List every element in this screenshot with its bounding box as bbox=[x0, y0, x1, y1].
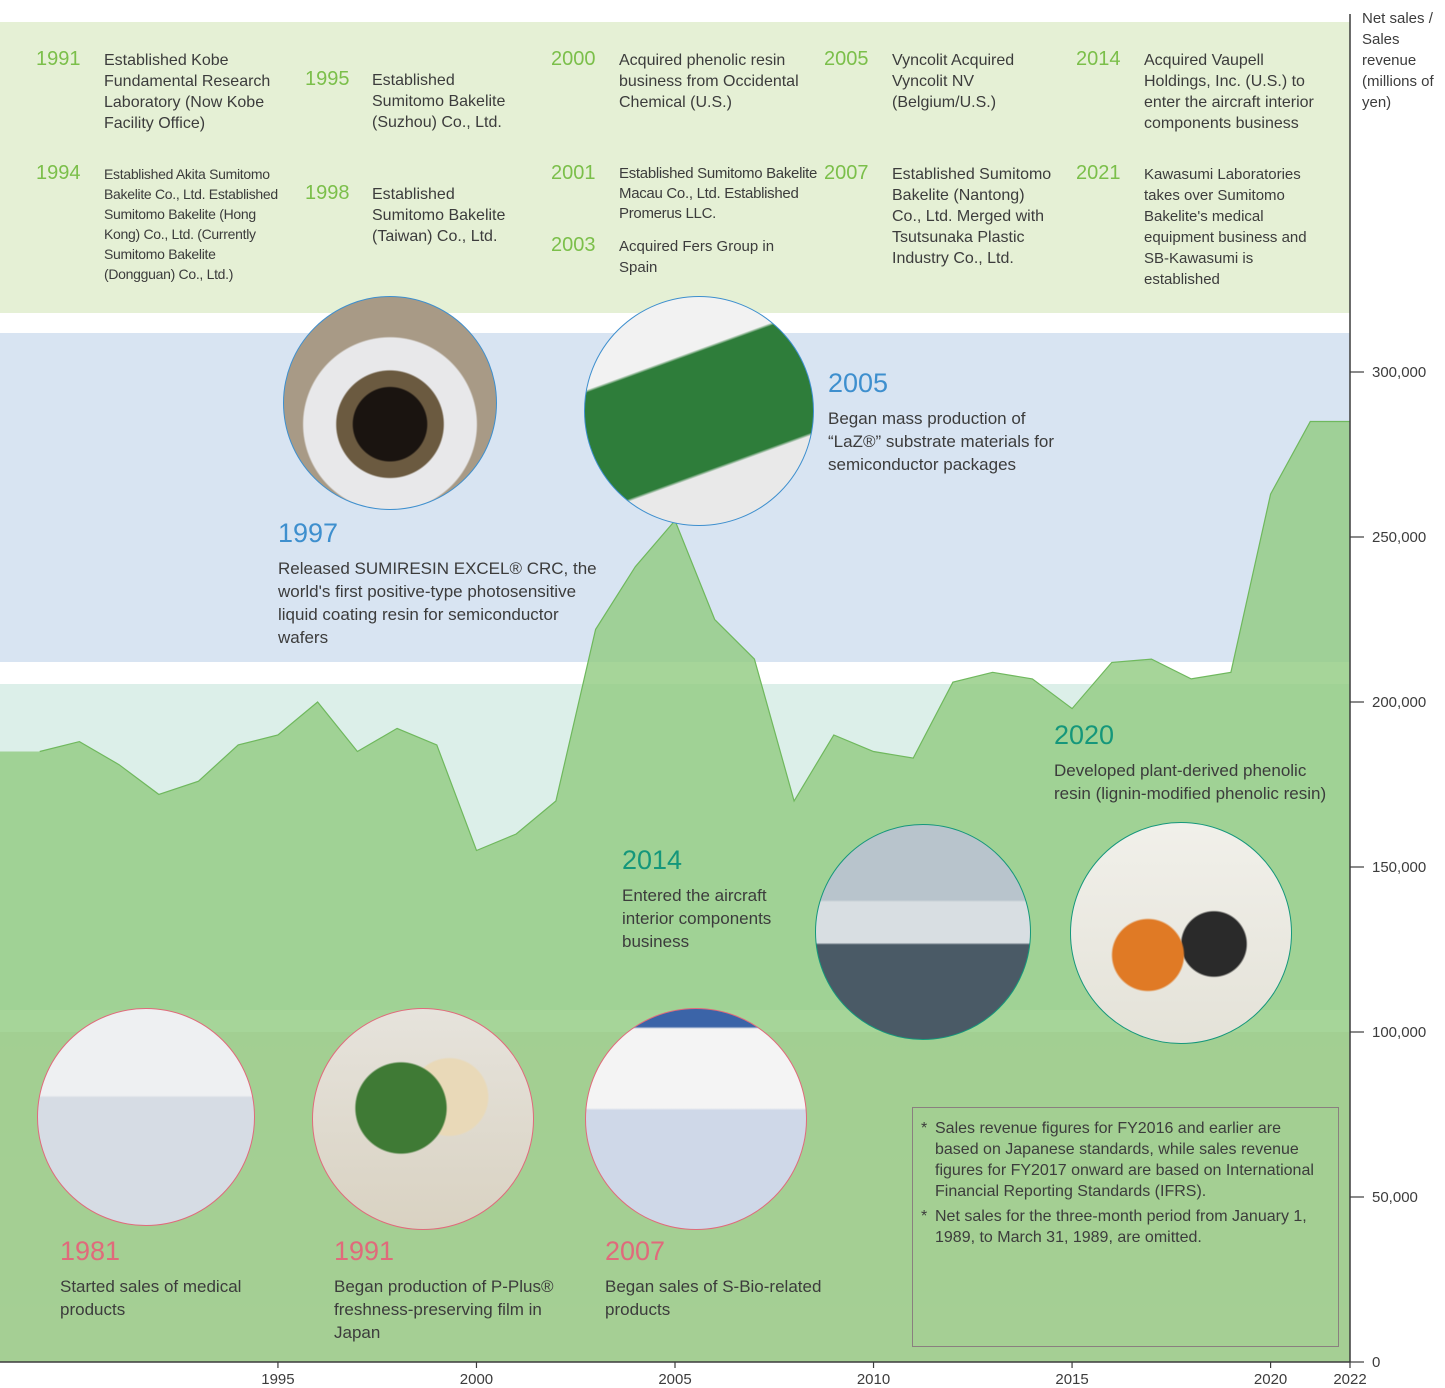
history-text-2007: Established Sumitomo Bakelite (Nantong) … bbox=[892, 166, 1052, 267]
x-tick-label: 2005 bbox=[658, 1371, 691, 1388]
history-year-2000: 2000 bbox=[551, 48, 596, 70]
history-text-2000: Acquired phenolic resin business from Oc… bbox=[619, 52, 799, 111]
y-tick-label: 250,000 bbox=[1372, 529, 1426, 546]
event-text-1991: Began production of P-Plus® freshness-pr… bbox=[334, 1277, 554, 1342]
s-bio-products-photo bbox=[585, 1008, 807, 1230]
history-year-1998: 1998 bbox=[305, 182, 350, 204]
event-year-1981: 1981 bbox=[60, 1236, 121, 1266]
history-text-1995: Established Sumitomo Bakelite (Suzhou) C… bbox=[372, 72, 506, 131]
y-tick-label: 50,000 bbox=[1372, 1189, 1418, 1206]
x-tick-label: 2015 bbox=[1055, 1371, 1088, 1388]
note-omitted: * Net sales for the three-month period f… bbox=[921, 1206, 1328, 1248]
note-ifrs-text: Sales revenue figures for FY2016 and ear… bbox=[935, 1120, 1314, 1200]
sales-line bbox=[39, 420, 1350, 852]
history-text-2021: Kawasumi Laboratories takes over Sumitom… bbox=[1144, 166, 1307, 288]
aircraft-interior-photo bbox=[815, 824, 1031, 1040]
wafer-coating-photo bbox=[283, 296, 497, 510]
event-text-1997: Released SUMIRESIN EXCEL® CRC, the world… bbox=[278, 559, 597, 647]
note-asterisk: * bbox=[921, 1120, 928, 1137]
event-year-2014: 2014 bbox=[622, 845, 683, 875]
history-year-2007: 2007 bbox=[824, 162, 869, 184]
x-tick-label: 2000 bbox=[460, 1371, 493, 1388]
lignin-resin-photo bbox=[1070, 822, 1292, 1044]
note-omitted-text: Net sales for the three-month period fro… bbox=[935, 1208, 1307, 1246]
history-text-1994: Established Akita Sumitomo Bakelite Co.,… bbox=[104, 166, 278, 282]
history-year-1994: 1994 bbox=[36, 162, 81, 184]
semiconductor-substrate-photo bbox=[584, 296, 814, 526]
x-tick-label: 2020 bbox=[1254, 1371, 1287, 1388]
x-tick-label: 2010 bbox=[857, 1371, 890, 1388]
event-text-2005: Began mass production of “LaZ®” substrat… bbox=[828, 409, 1055, 474]
history-text-1991: Established Kobe Fundamental Research La… bbox=[104, 52, 271, 132]
y-axis-title: Net sales / Sales revenue (millions of y… bbox=[1362, 10, 1434, 111]
history-text-2003: Acquired Fers Group in Spain bbox=[619, 238, 775, 276]
history-text-2001: Established Sumitomo Bakelite Macau Co.,… bbox=[619, 165, 818, 222]
history-year-2001: 2001 bbox=[551, 162, 596, 184]
history-text-1998: Established Sumitomo Bakelite (Taiwan) C… bbox=[372, 186, 506, 245]
y-tick-label: 0 bbox=[1372, 1354, 1380, 1371]
event-text-2007: Began sales of S-Bio-related products bbox=[605, 1277, 822, 1319]
y-tick-label: 100,000 bbox=[1372, 1024, 1426, 1041]
event-text-1981: Started sales of medical products bbox=[60, 1277, 242, 1319]
event-year-2005: 2005 bbox=[828, 368, 889, 398]
history-text-2005: Vyncolit Acquired Vyncolit NV (Belgium/U… bbox=[892, 52, 1015, 111]
y-tick-label: 200,000 bbox=[1372, 694, 1426, 711]
event-year-2020: 2020 bbox=[1054, 720, 1115, 750]
medical-products-photo bbox=[37, 1008, 255, 1226]
history-year-2005: 2005 bbox=[824, 48, 869, 70]
event-text-2020: Developed plant-derived phenolic resin (… bbox=[1054, 761, 1327, 803]
event-year-1991: 1991 bbox=[334, 1236, 395, 1266]
x-tick-label: 1995 bbox=[261, 1371, 294, 1388]
freshness-film-photo bbox=[312, 1008, 534, 1230]
event-year-2007: 2007 bbox=[605, 1236, 666, 1266]
history-year-2014: 2014 bbox=[1076, 48, 1121, 70]
history-year-2003: 2003 bbox=[551, 234, 596, 256]
note-asterisk: * bbox=[921, 1208, 928, 1225]
y-tick-label: 300,000 bbox=[1372, 364, 1426, 381]
history-band bbox=[0, 22, 1350, 313]
history-text-2014: Acquired Vaupell Holdings, Inc. (U.S.) t… bbox=[1144, 52, 1314, 132]
event-year-1997: 1997 bbox=[278, 518, 339, 548]
history-year-1991: 1991 bbox=[36, 48, 81, 70]
note-ifrs: * Sales revenue figures for FY2016 and e… bbox=[921, 1118, 1328, 1202]
history-year-2021: 2021 bbox=[1076, 162, 1121, 184]
x-tick-label: 2022 bbox=[1333, 1371, 1366, 1388]
history-year-1995: 1995 bbox=[305, 68, 350, 90]
notes-box: * Sales revenue figures for FY2016 and e… bbox=[912, 1107, 1339, 1347]
event-text-2014: Entered the aircraft interior components… bbox=[622, 886, 772, 951]
y-tick-label: 150,000 bbox=[1372, 859, 1426, 876]
